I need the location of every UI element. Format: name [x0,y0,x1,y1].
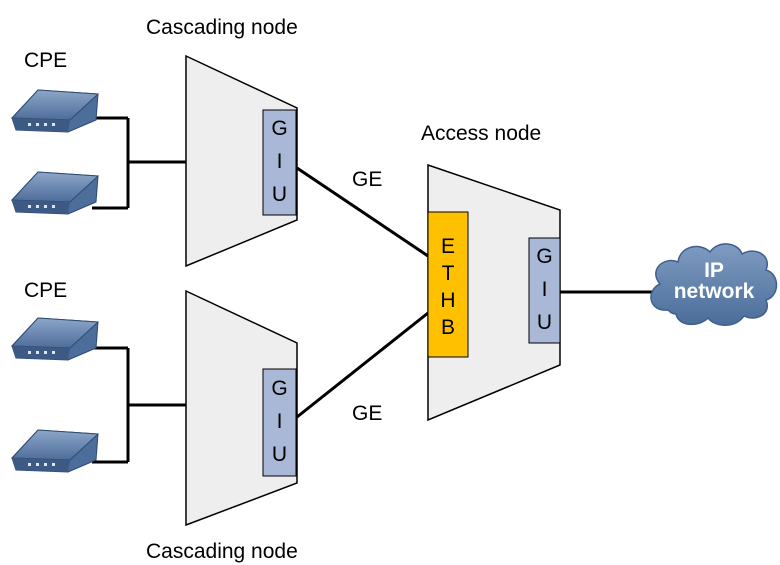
ethb-label: E T H B [428,236,468,338]
ip-network-cloud-icon [650,243,778,326]
giu-letter: G [536,245,553,268]
giu-letter: U [271,443,288,466]
cpe-device-2 [10,171,100,215]
ip-network-line2: network [673,280,755,303]
giu-letter: I [276,150,283,173]
ethb-letter: E [440,235,455,258]
giu-letter: U [536,311,553,334]
giu-label-cascading-bottom: G I U [263,378,296,465]
giu-board-access [528,237,561,344]
cpe-label-bottom: CPE [24,279,68,302]
giu-label-cascading-top: G I U [263,118,296,205]
ethb-letter: T [441,262,455,285]
cpe-label-top: CPE [24,49,68,72]
ge-label-top: GE [352,168,383,191]
cpe-device-4 [10,429,100,473]
ethb-letter: B [440,316,455,339]
ethb-letter: H [440,289,456,312]
ge-label-bottom: GE [352,402,383,425]
giu-letter: I [541,278,548,301]
ge-link-bottom [296,311,429,419]
giu-letter: G [271,117,288,140]
cpe-device-3 [10,317,100,361]
ip-network-label: IP network [652,260,776,302]
giu-letter: G [271,377,288,400]
giu-letter: I [276,410,283,433]
cpe-device-1 [10,89,100,133]
access-node-label: Access node [421,122,542,145]
ip-network-line1: IP [704,259,724,282]
giu-board-cascading-top [262,109,297,216]
cascading-node-label-bottom: Cascading node [146,540,298,563]
ethb-board [427,211,469,358]
giu-letter: U [271,183,288,206]
giu-board-cascading-bottom [262,368,297,477]
ge-link-top [296,166,429,258]
giu-label-access: G I U [529,246,560,333]
cascading-node-label-top: Cascading node [146,16,298,39]
